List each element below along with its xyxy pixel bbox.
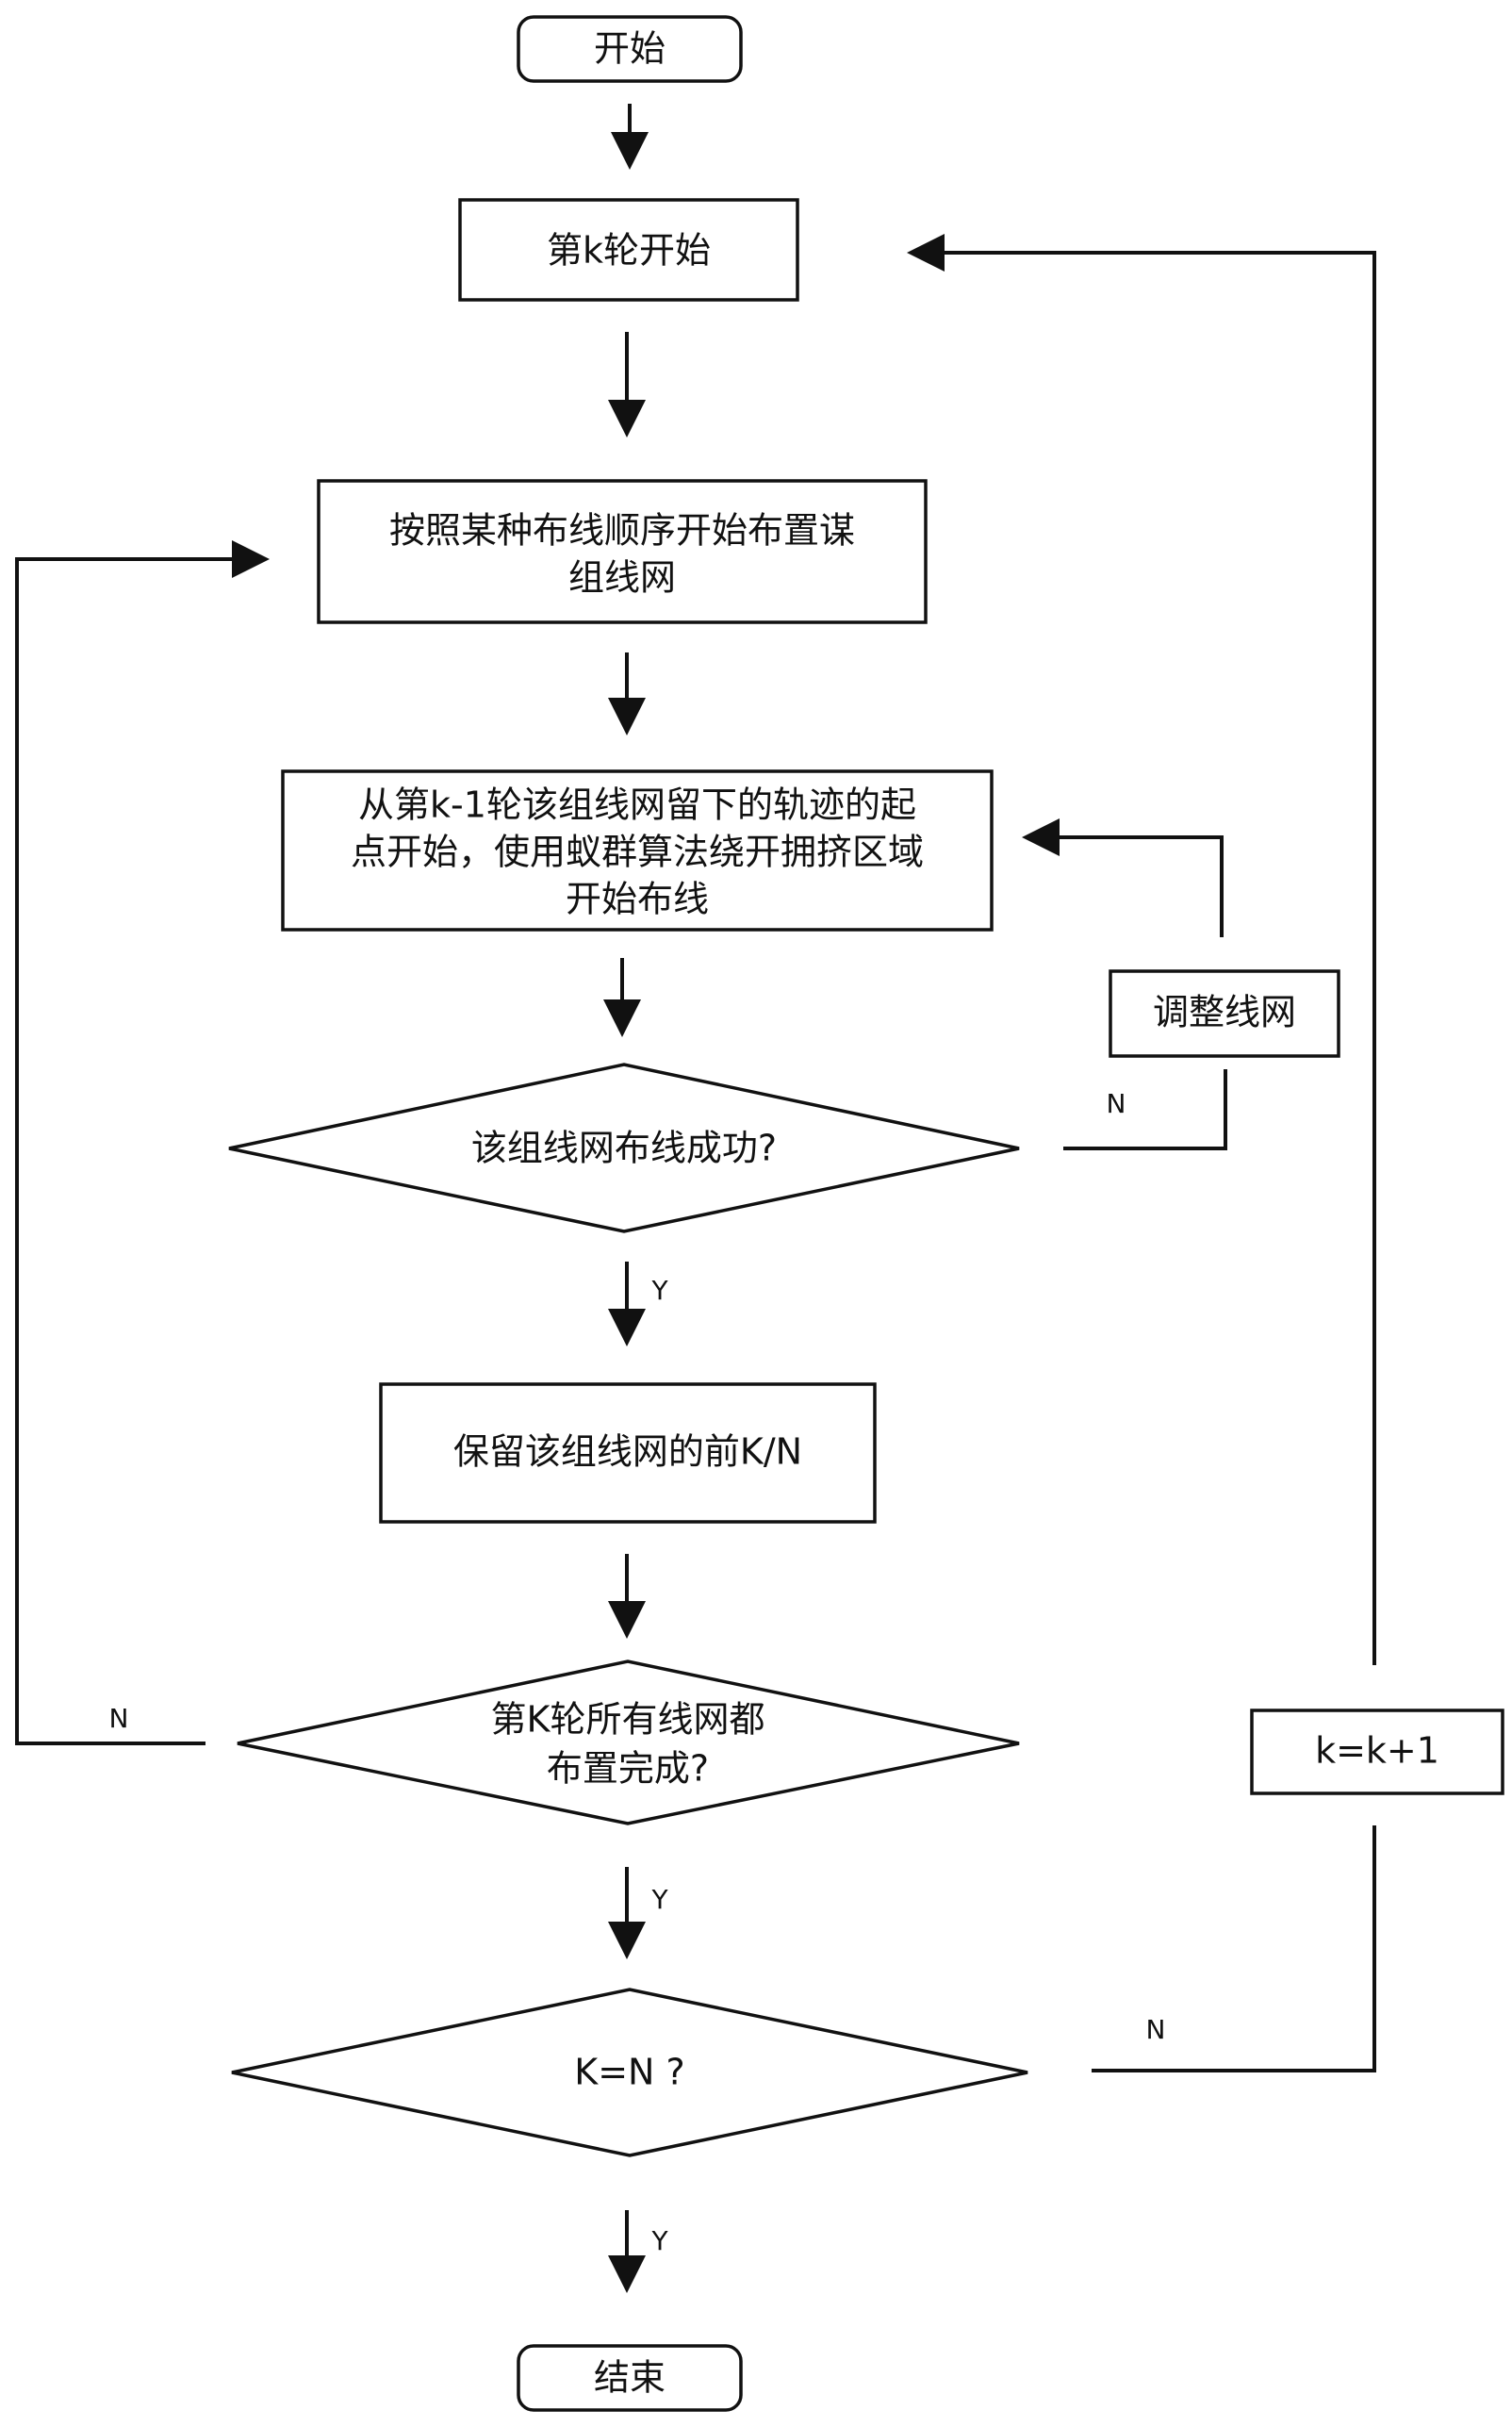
- route-node: 从第k-1轮该组线网留下的轨迹的起 点开始，使用蚁群算法绕开拥挤区域 开始布线: [283, 771, 992, 930]
- end-label: 结束: [594, 2357, 666, 2399]
- round-start-node: 第k轮开始: [460, 200, 797, 300]
- all-done-no-label: N: [109, 1703, 129, 1734]
- success-yes-label: Y: [650, 1275, 668, 1306]
- keep-net-node: 保留该组线网的前K/N: [381, 1384, 875, 1522]
- start-label: 开始: [594, 28, 666, 70]
- all-done-label-line-1: 第K轮所有线网都: [491, 1699, 765, 1741]
- k-eq-n-no-label: N: [1146, 2014, 1166, 2045]
- place-net-label-line-1: 按照某种布线顺序开始布置谋: [389, 510, 855, 552]
- round-start-label: 第k轮开始: [547, 230, 711, 272]
- route-label-line-3: 开始布线: [566, 879, 709, 920]
- keep-net-label: 保留该组线网的前K/N: [453, 1431, 802, 1473]
- end-node: 结束: [518, 2346, 741, 2410]
- k-eq-n-label: K=N ?: [574, 2052, 684, 2093]
- route-label-line-1: 从第k-1轮该组线网留下的轨迹的起: [358, 784, 916, 826]
- success-decision-node: 该组线网布线成功?: [229, 1065, 1019, 1231]
- start-node: 开始: [518, 17, 741, 81]
- all-done-label-line-2: 布置完成?: [547, 1748, 709, 1790]
- edge-increment-to-round-start: [911, 253, 1374, 1665]
- all-done-yes-label: Y: [650, 1884, 668, 1915]
- adjust-net-node: 调整线网: [1110, 971, 1339, 1056]
- place-net-node: 按照某种布线顺序开始布置谋 组线网: [319, 481, 926, 622]
- k-eq-n-decision-node: K=N ?: [232, 1989, 1027, 2155]
- all-done-decision-node: 第K轮所有线网都 布置完成?: [238, 1661, 1019, 1824]
- edge-k-eq-n-no-to-increment: [1092, 1825, 1374, 2071]
- route-label-line-2: 点开始，使用蚁群算法绕开拥挤区域: [351, 832, 924, 873]
- edge-all-done-no-to-place: [17, 559, 266, 1743]
- edge-adjust-to-route: [1026, 837, 1222, 937]
- place-net-label-line-2: 组线网: [568, 557, 676, 599]
- adjust-net-label: 调整线网: [1153, 992, 1296, 1033]
- k-eq-n-yes-label: Y: [650, 2225, 668, 2256]
- increment-label: k=k+1: [1315, 1730, 1439, 1772]
- increment-node: k=k+1: [1252, 1710, 1503, 1793]
- success-decision-label: 该组线网布线成功?: [471, 1128, 777, 1169]
- success-no-label: N: [1107, 1088, 1126, 1119]
- edge-success-no-to-adjust: [1063, 1069, 1225, 1148]
